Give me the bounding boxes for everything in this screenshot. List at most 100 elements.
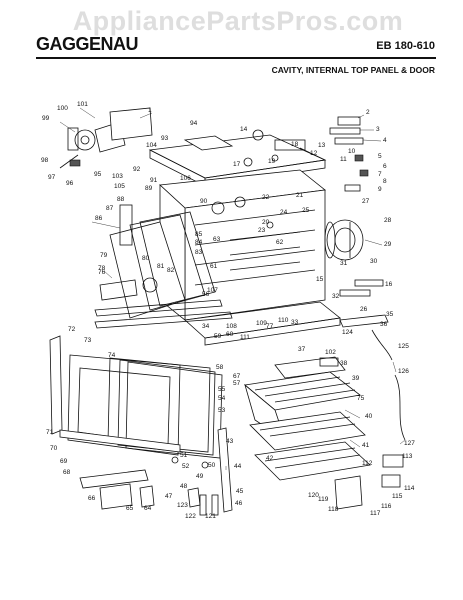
- callout-label: 53: [218, 407, 226, 414]
- callout-label: 61: [210, 263, 218, 270]
- callout-label: 59: [214, 333, 222, 340]
- callout-label: 104: [146, 142, 157, 149]
- callout-label: 10: [348, 148, 356, 155]
- callout-label: 58: [216, 364, 224, 371]
- callout-label: 22: [262, 194, 270, 201]
- callout-label: 14: [240, 126, 248, 133]
- callout-label: 37: [298, 346, 306, 353]
- callout-label: 100: [57, 105, 68, 112]
- fan-motor-assembly: [59, 107, 153, 169]
- model-number: EB 180-610: [376, 40, 435, 52]
- callout-label: 1: [148, 107, 152, 114]
- callout-label: 7: [378, 171, 382, 178]
- header-rule: [36, 57, 436, 59]
- callout-label: 76: [98, 269, 106, 276]
- callout-label: 88: [117, 196, 125, 203]
- callout-label: 89: [145, 185, 153, 192]
- callout-label: 64: [144, 505, 152, 512]
- broil-element: [274, 356, 346, 379]
- callout-label: 36: [380, 321, 388, 328]
- callout-label: 121: [205, 513, 216, 520]
- callout-label: 120: [308, 492, 319, 499]
- callout-label: 66: [88, 495, 96, 502]
- brand-logo: GAGGENAU: [36, 34, 139, 54]
- right-side-components: [274, 116, 369, 192]
- callout-label: 90: [200, 198, 208, 205]
- top-panel: [148, 134, 327, 187]
- callout-label: 116: [381, 503, 392, 510]
- callout-label: 62: [276, 239, 284, 246]
- callout-label: 46: [235, 500, 243, 507]
- callout-label: 99: [42, 115, 50, 122]
- callout-label: 24: [280, 209, 288, 216]
- callout-label: 113: [402, 453, 413, 460]
- callout-label: 31: [340, 260, 348, 267]
- callout-label: 125: [398, 343, 409, 350]
- callout-label: 107: [207, 287, 218, 294]
- callout-label: 78: [98, 265, 106, 272]
- callout-label: 126: [398, 368, 409, 375]
- callout-label: 47: [165, 493, 173, 500]
- callout-label: 30: [370, 258, 378, 265]
- side-inner-panel: [109, 204, 216, 319]
- callout-label: 20: [262, 219, 270, 226]
- callout-labels: 1 2 3 4 5 6 7 8 9 10 11 12 13 14 15 16 1…: [41, 101, 415, 520]
- oven-door: [49, 335, 223, 459]
- callout-label: 21: [296, 192, 304, 199]
- convection-fan: [324, 219, 364, 261]
- callout-label: 50: [208, 462, 216, 469]
- callout-label: 5: [378, 153, 382, 160]
- callout-label: 44: [234, 463, 242, 470]
- callout-label: 56: [202, 291, 210, 298]
- callout-label: 123: [177, 502, 188, 509]
- callout-label: 35: [386, 311, 394, 318]
- callout-label: 70: [50, 445, 58, 452]
- callout-label: 9: [378, 186, 382, 193]
- front-frame: [94, 279, 233, 329]
- callout-label: 32: [332, 293, 340, 300]
- callout-label: 60: [226, 331, 234, 338]
- callout-label: 117: [370, 510, 381, 517]
- callout-label: 109: [256, 320, 267, 327]
- door-hinges: [171, 427, 233, 516]
- callout-label: 77: [266, 323, 274, 330]
- callout-label: 48: [180, 483, 188, 490]
- callout-label: 95: [94, 171, 102, 178]
- callout-label: 79: [100, 252, 108, 259]
- diagram-title: CAVITY, INTERNAL TOP PANEL & DOOR: [271, 65, 435, 75]
- callout-label: 51: [180, 452, 188, 459]
- callout-label: 74: [108, 352, 116, 359]
- callout-label: 69: [60, 458, 68, 465]
- callout-label: 112: [362, 460, 373, 467]
- oven-racks: [244, 371, 371, 481]
- callout-label: 83: [195, 249, 203, 256]
- callout-label: 23: [258, 227, 266, 234]
- callout-label: 97: [48, 174, 56, 181]
- callout-label: 111: [240, 334, 250, 341]
- callout-label: 16: [385, 281, 393, 288]
- callout-label: 119: [318, 496, 329, 503]
- callout-label: 6: [383, 163, 387, 170]
- callout-label: 33: [291, 319, 299, 326]
- callout-label: 18: [291, 141, 299, 148]
- callout-label: 114: [404, 485, 415, 492]
- leader-lines: [59, 107, 406, 470]
- callout-label: 12: [310, 150, 318, 157]
- callout-label: 67: [233, 373, 241, 380]
- callout-label: 102: [325, 349, 336, 356]
- callout-label: 55: [218, 386, 226, 393]
- callout-label: 27: [362, 198, 370, 205]
- bottom-plate: [184, 289, 389, 346]
- callout-label: 73: [84, 337, 92, 344]
- callout-label: 13: [318, 142, 326, 149]
- callout-label: 81: [157, 263, 165, 270]
- callout-label: 122: [185, 513, 196, 520]
- callout-label: 72: [68, 326, 76, 333]
- callout-label: 3: [376, 126, 380, 133]
- callout-label: 93: [161, 135, 169, 142]
- callout-label: 110: [278, 317, 289, 324]
- callout-label: 124: [342, 329, 353, 336]
- callout-label: 115: [392, 493, 403, 500]
